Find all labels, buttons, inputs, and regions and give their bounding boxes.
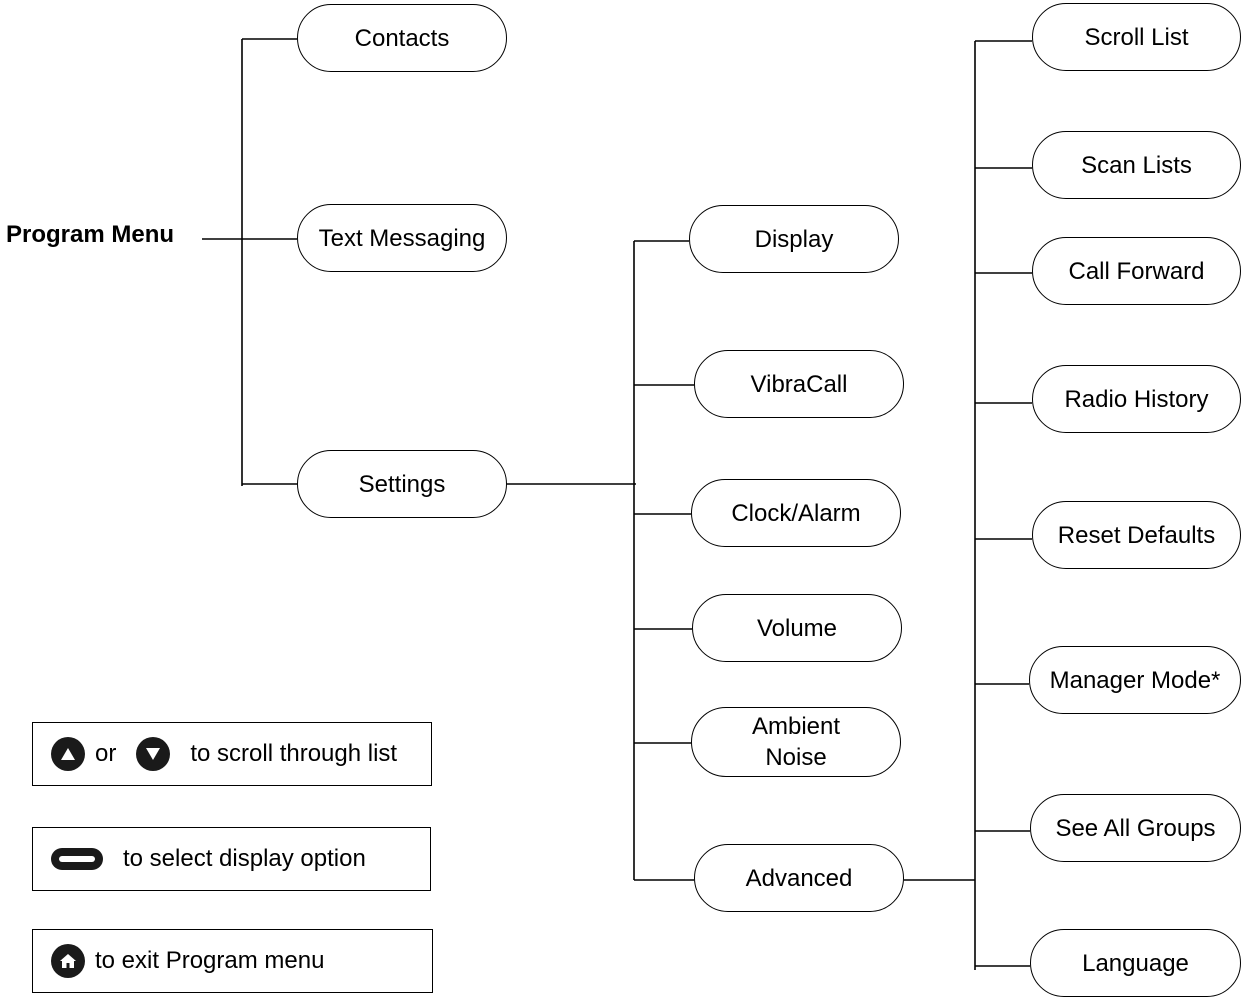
node-language[interactable]: Language — [1030, 929, 1241, 997]
legend-scroll-text: to scroll through list — [190, 740, 398, 767]
legend-select-text: to select display option — [123, 845, 366, 872]
legend-or-text: or — [95, 740, 117, 767]
node-manager-mode[interactable]: Manager Mode* — [1029, 646, 1241, 714]
legend-exit: to exit Program menu — [32, 929, 433, 993]
node-settings[interactable]: Settings — [297, 450, 507, 518]
node-see-all-groups[interactable]: See All Groups — [1030, 794, 1241, 862]
node-scroll-list[interactable]: Scroll List — [1032, 3, 1241, 71]
node-call-forward[interactable]: Call Forward — [1032, 237, 1241, 305]
legend-scroll: or to scroll through list — [32, 722, 432, 786]
home-key-icon — [51, 944, 85, 978]
node-scan-lists[interactable]: Scan Lists — [1032, 131, 1241, 199]
legend-exit-text: to exit Program menu — [95, 947, 325, 974]
node-radio-history[interactable]: Radio History — [1032, 365, 1241, 433]
node-advanced[interactable]: Advanced — [694, 844, 904, 912]
menu-key-icon — [51, 848, 103, 870]
node-clock-alarm[interactable]: Clock/Alarm — [691, 479, 901, 547]
down-arrow-key-icon — [136, 737, 171, 771]
legend-select: to select display option — [32, 827, 431, 891]
node-display[interactable]: Display — [689, 205, 899, 273]
node-reset-defaults[interactable]: Reset Defaults — [1032, 501, 1241, 569]
node-vibracall[interactable]: VibraCall — [694, 350, 904, 418]
node-volume[interactable]: Volume — [692, 594, 902, 662]
root-label: Program Menu — [6, 221, 175, 248]
up-arrow-key-icon — [51, 737, 85, 771]
node-contacts[interactable]: Contacts — [297, 4, 507, 72]
node-text-messaging[interactable]: Text Messaging — [297, 204, 507, 272]
node-ambient-noise[interactable]: Ambient Noise — [691, 707, 901, 777]
